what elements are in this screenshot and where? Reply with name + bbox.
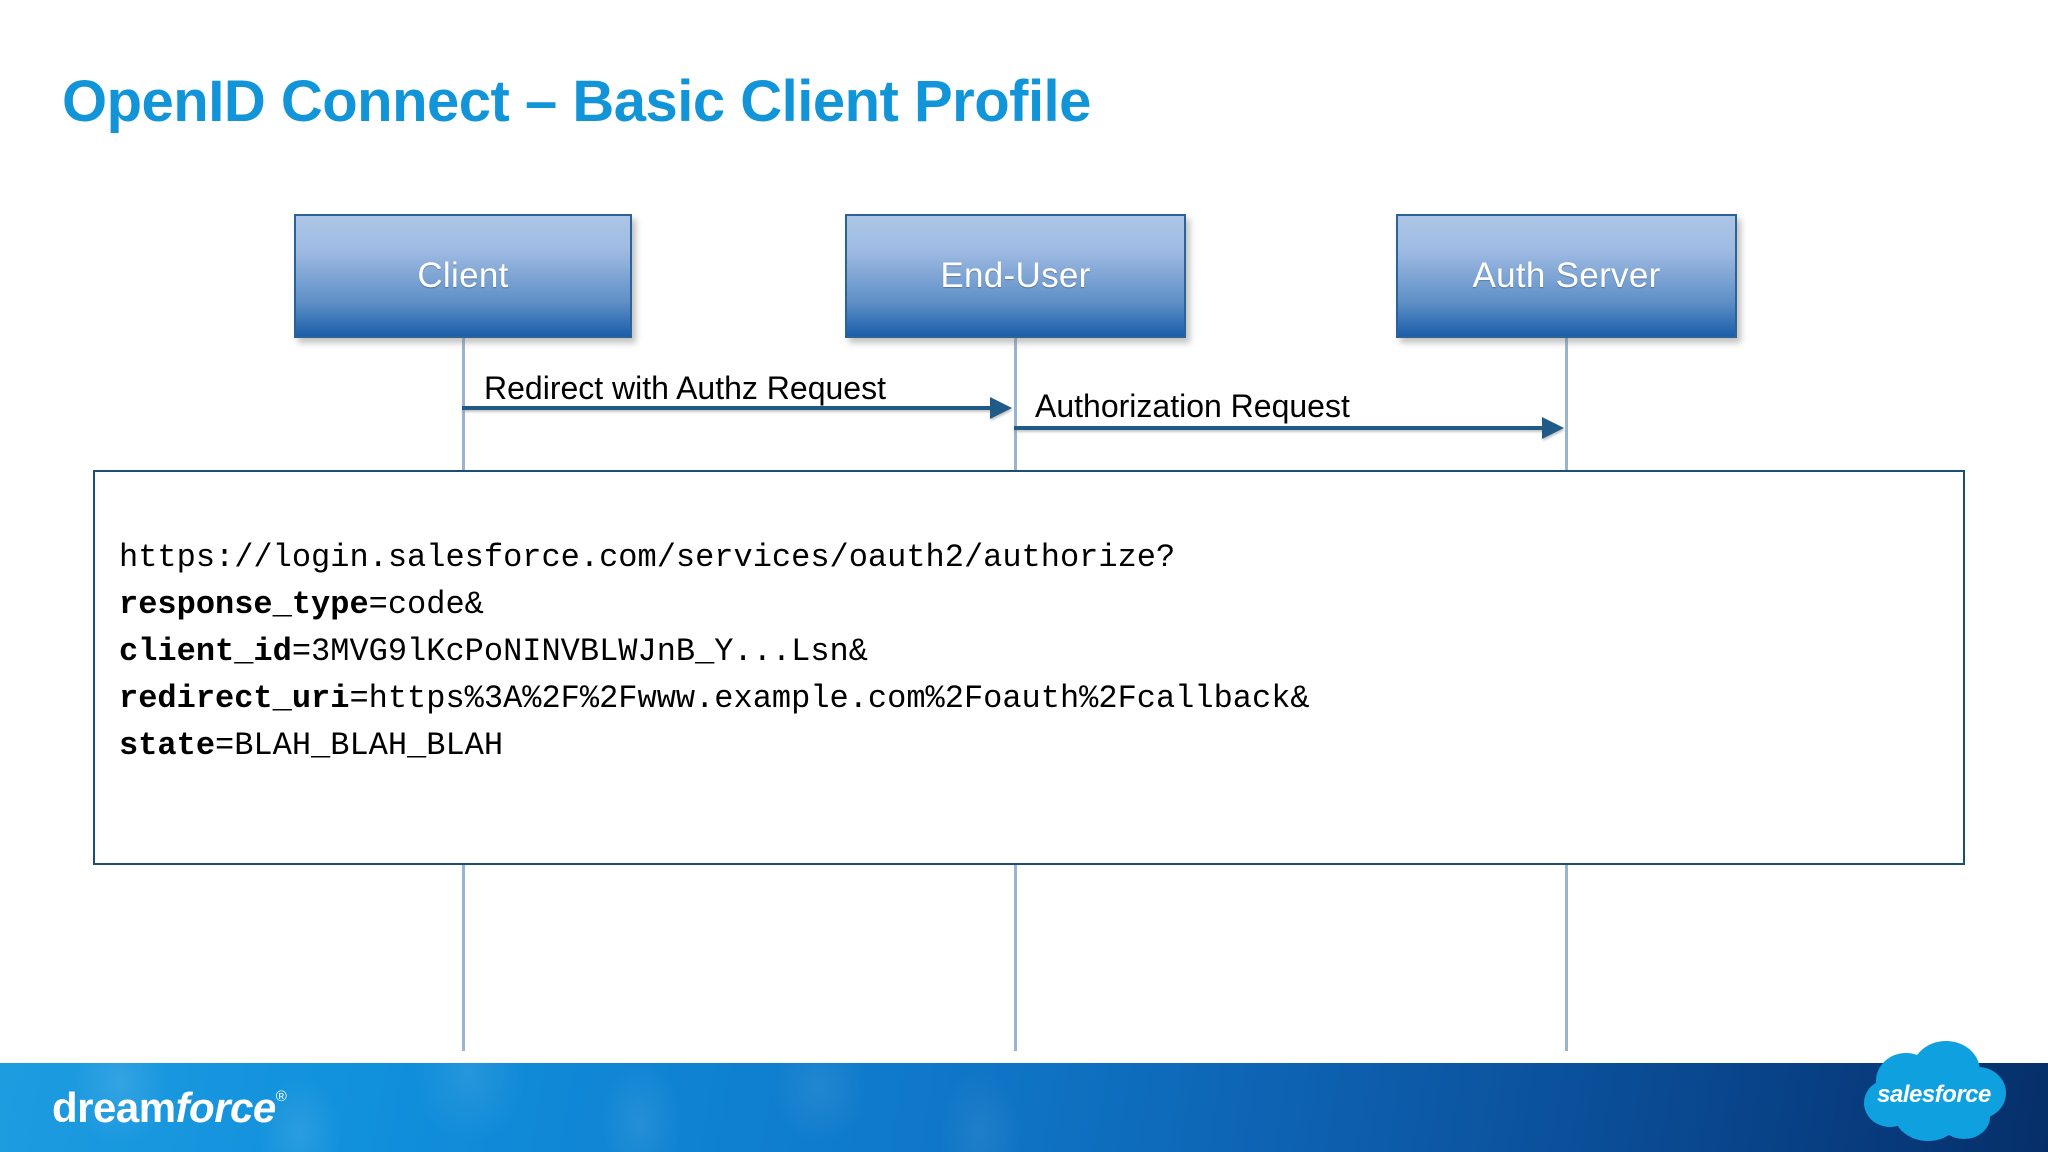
code-param-value: =3MVG9lKcPoNINVBLWJnB_Y...Lsn& <box>291 633 868 670</box>
actor-box-end-user: End-User <box>845 214 1186 338</box>
footer-bar: dreamforce® <box>0 1063 2048 1152</box>
authorize-request-code: https://login.salesforce.com/services/oa… <box>119 534 1963 769</box>
actor-label-client: Client <box>417 256 509 295</box>
code-param-name: state <box>119 727 216 764</box>
actor-box-client: Client <box>294 214 632 338</box>
actor-box-auth-server: Auth Server <box>1396 214 1737 338</box>
code-line: https://login.salesforce.com/services/oa… <box>119 534 1963 581</box>
message-label-redirect-with-authz-request: Redirect with Authz Request <box>484 370 886 406</box>
code-callout-box: https://login.salesforce.com/services/oa… <box>93 470 1965 865</box>
code-line: redirect_uri=https%3A%2F%2Fwww.example.c… <box>119 675 1963 722</box>
code-param-name: redirect_uri <box>119 680 350 717</box>
salesforce-logo: salesforce <box>1854 1035 2014 1147</box>
dreamforce-wordmark-dream: dream <box>52 1083 176 1131</box>
code-param-value: =https%3A%2F%2Fwww.example.com%2Foauth%2… <box>349 680 1310 717</box>
code-param-value: =BLAH_BLAH_BLAH <box>215 727 504 764</box>
code-line: client_id=3MVG9lKcPoNINVBLWJnB_Y...Lsn& <box>119 628 1963 675</box>
message-arrow-line-1 <box>462 406 994 410</box>
code-param-name: client_id <box>119 633 292 670</box>
message-arrowhead-icon-1 <box>990 397 1012 419</box>
actor-label-auth-server: Auth Server <box>1472 256 1661 295</box>
salesforce-logo-text: salesforce <box>1877 1081 1991 1108</box>
code-line: response_type=code& <box>119 581 1963 628</box>
message-arrowhead-icon-2 <box>1542 417 1564 439</box>
code-param-value: https://login.salesforce.com/services/oa… <box>119 539 1176 576</box>
dreamforce-wordmark-force: force <box>175 1083 277 1131</box>
dreamforce-wordmark: dreamforce® <box>52 1083 287 1132</box>
footer-texture <box>0 1063 2048 1152</box>
code-param-name: response_type <box>119 586 369 623</box>
page-title: OpenID Connect – Basic Client Profile <box>62 69 1091 134</box>
code-param-value: =code& <box>368 586 484 623</box>
message-arrow-line-2 <box>1014 426 1546 430</box>
salesforce-cloud-icon <box>1864 1041 2006 1141</box>
sequence-diagram: Client End-User Auth Server Redirect wit… <box>294 214 1737 1051</box>
code-line: state=BLAH_BLAH_BLAH <box>119 722 1963 769</box>
dreamforce-wordmark-registered: ® <box>275 1087 287 1105</box>
actor-label-end-user: End-User <box>940 256 1091 295</box>
message-label-authorization-request: Authorization Request <box>1035 388 1350 424</box>
